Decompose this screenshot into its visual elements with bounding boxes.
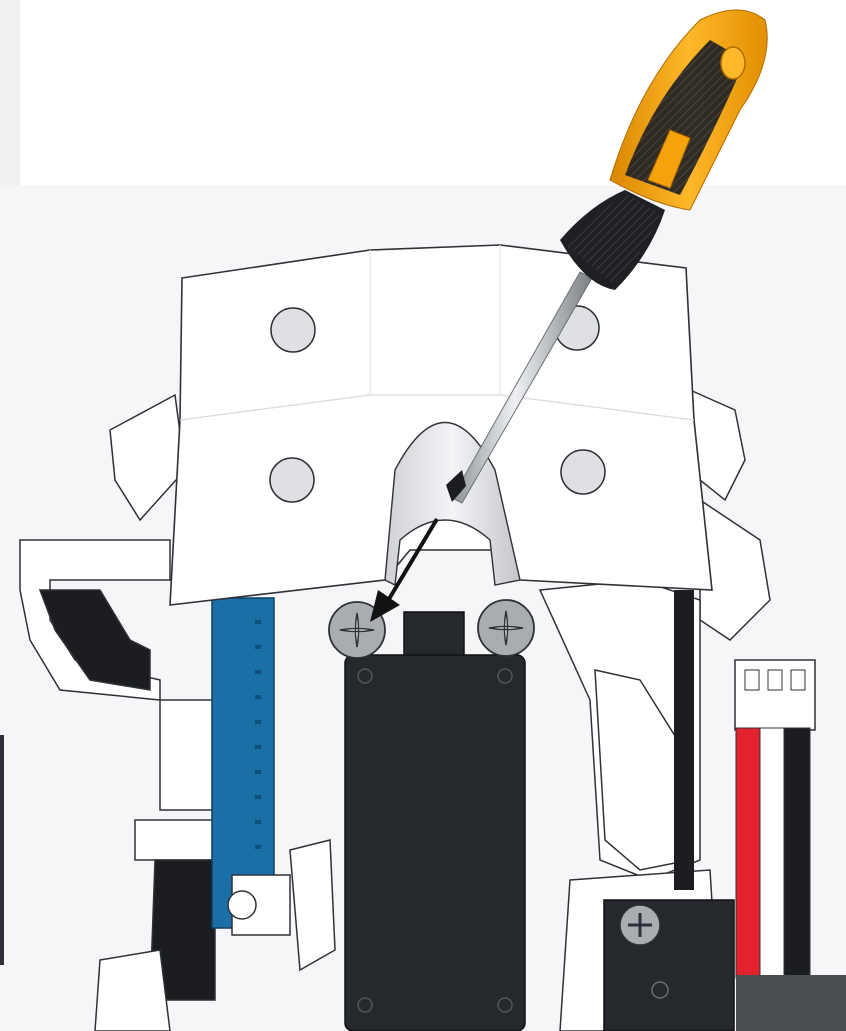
screw-icon [478, 600, 534, 656]
left-edge-strip [0, 0, 20, 185]
main-servo [345, 612, 525, 1031]
black-cable [674, 590, 694, 890]
left-dark-strip [0, 735, 4, 965]
wire-connector [735, 660, 815, 978]
